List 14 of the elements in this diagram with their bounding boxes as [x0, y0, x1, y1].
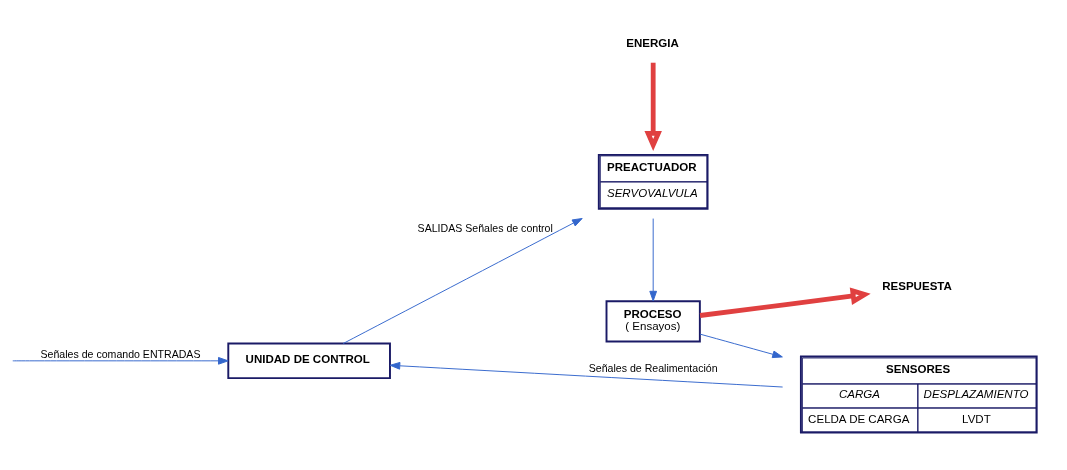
node-box: UNIDAD DE CONTROL: [227, 342, 391, 380]
edge-label: Señales de Realimentación: [588, 362, 718, 375]
arrow: [342, 218, 583, 344]
arrow: [644, 62, 662, 151]
node-text: RESPUESTA: [882, 279, 952, 292]
node-text: ENERGIA: [626, 37, 679, 50]
arrow: [649, 218, 658, 302]
edge-label: SALIDAS Señales de control: [417, 221, 553, 234]
edge-label: Señales de comando ENTRADAS: [40, 347, 201, 360]
arrow: [699, 287, 871, 318]
node-box: PROCESO ( Ensayos): [605, 300, 701, 343]
arrow: [699, 333, 783, 359]
arrow: [389, 361, 784, 388]
arrow: [12, 356, 229, 365]
